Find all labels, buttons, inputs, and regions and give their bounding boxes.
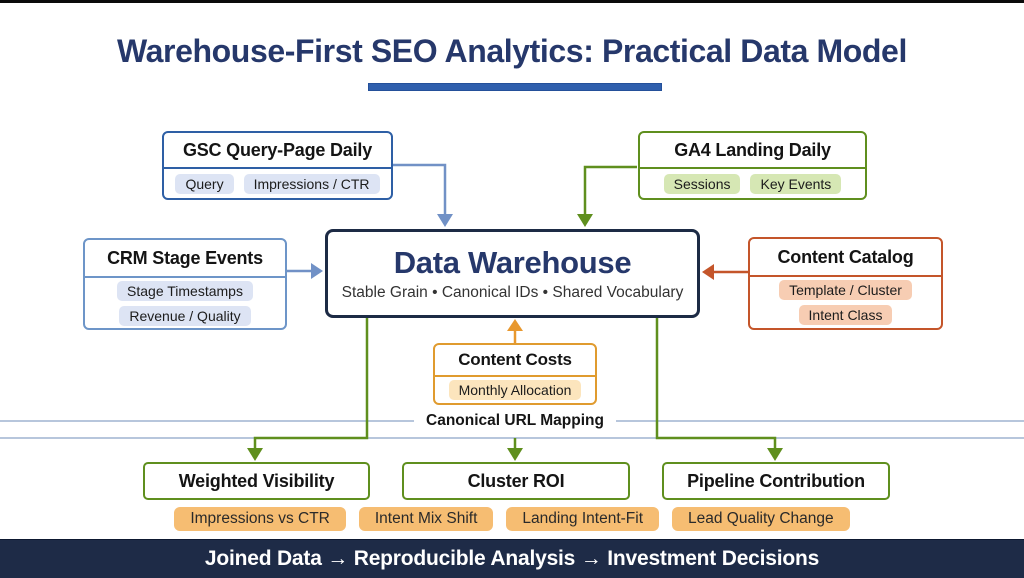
footer-text: Joined Data → Reproducible Analysis → In… — [204, 547, 820, 570]
metrics-row: Impressions vs CTR Intent Mix Shift Land… — [0, 507, 1024, 531]
ga4-tag-key-events: Key Events — [750, 173, 842, 194]
metric-landing-intent-fit: Landing Intent-Fit — [506, 507, 660, 531]
gsc-tag-query: Query — [175, 173, 234, 194]
catalog-arrowhead-icon — [702, 264, 714, 280]
warehouse-title: Data Warehouse — [393, 245, 632, 281]
warehouse-subtitle: Stable Grain • Canonical IDs • Shared Vo… — [341, 283, 684, 301]
catalog-tag-intent-class: Intent Class — [798, 305, 893, 325]
ga4-landing-daily-box: GA4 Landing Daily Sessions Key Events — [638, 131, 867, 200]
ga4-tags: Sessions Key Events — [640, 167, 865, 198]
roi-arrowhead-icon — [507, 448, 523, 461]
content-catalog-box: Content Catalog Template / Cluster Inten… — [748, 237, 943, 330]
pipeline-contribution-box: Pipeline Contribution — [662, 462, 890, 500]
visibility-arrowhead-icon — [247, 448, 263, 461]
crm-tag-stage-timestamps: Stage Timestamps — [117, 280, 253, 301]
footer-banner: Joined Data → Reproducible Analysis → In… — [0, 539, 1024, 578]
content-costs-box: Content Costs Monthly Allocation — [433, 343, 597, 405]
catalog-box-title: Content Catalog — [777, 246, 914, 267]
data-warehouse-box: Data Warehouse Stable Grain • Canonical … — [325, 229, 700, 318]
ga4-arrowhead-icon — [577, 214, 593, 227]
costs-tag-monthly-allocation: Monthly Allocation — [448, 380, 582, 400]
gsc-arrowhead-icon — [437, 214, 453, 227]
top-letterbox — [0, 0, 1024, 3]
catalog-tag-template-cluster: Template / Cluster — [779, 280, 912, 300]
page-title: Warehouse-First SEO Analytics: Practical… — [117, 33, 907, 69]
costs-tags: Monthly Allocation — [435, 375, 595, 403]
metric-impressions-vs-ctr: Impressions vs CTR — [174, 507, 346, 531]
canonical-url-mapping-label: Canonical URL Mapping — [414, 412, 616, 430]
metric-intent-mix-shift: Intent Mix Shift — [358, 507, 494, 531]
catalog-tags: Template / Cluster Intent Class — [750, 275, 941, 328]
warehouse-to-visibility-line — [253, 318, 369, 450]
crm-tag-revenue-quality: Revenue / Quality — [119, 305, 251, 326]
pipeline-arrowhead-icon — [767, 448, 783, 461]
gsc-tag-impressions-ctr: Impressions / CTR — [243, 173, 380, 194]
title-underline — [368, 83, 662, 91]
gsc-query-page-daily-box: GSC Query-Page Daily Query Impressions /… — [162, 131, 393, 200]
cluster-roi-box: Cluster ROI — [402, 462, 630, 500]
gsc-to-warehouse-line — [393, 163, 447, 216]
gsc-tags: Query Impressions / CTR — [164, 167, 391, 198]
gsc-box-title: GSC Query-Page Daily — [182, 139, 373, 160]
crm-tags: Stage Timestamps Revenue / Quality — [85, 276, 285, 328]
warehouse-to-pipeline-line — [655, 318, 777, 450]
ga4-to-warehouse-line — [583, 165, 637, 216]
ga4-tag-sessions: Sessions — [663, 173, 741, 194]
costs-arrowhead-icon — [507, 319, 523, 331]
metric-lead-quality-change: Lead Quality Change — [672, 507, 850, 531]
weighted-visibility-box: Weighted Visibility — [143, 462, 370, 500]
crm-stage-events-box: CRM Stage Events Stage Timestamps Revenu… — [83, 238, 287, 330]
crm-arrowhead-icon — [311, 263, 323, 279]
ga4-box-title: GA4 Landing Daily — [674, 139, 831, 160]
costs-box-title: Content Costs — [458, 350, 572, 369]
crm-box-title: CRM Stage Events — [107, 247, 263, 268]
